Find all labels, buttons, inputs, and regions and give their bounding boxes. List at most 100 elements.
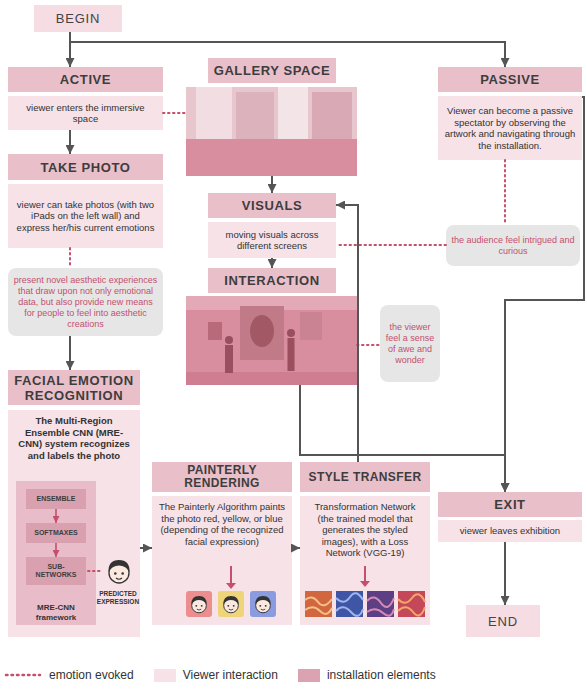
text-cell: BEGIN [34, 5, 122, 32]
terminal-label: BEGIN [56, 11, 100, 26]
terminal-label: END [488, 614, 518, 629]
body-text: viewer can take photos (with two iPads o… [14, 199, 157, 234]
text-cell: SUB-NETWORKS [26, 557, 86, 585]
layer-box: SOFTMAXES [26, 523, 86, 543]
layer-label: SUB-NETWORKS [28, 563, 84, 580]
box-ground [26, 489, 86, 509]
connector [504, 542, 506, 605]
heading: ACTIVE [60, 72, 111, 87]
panel-ground [16, 481, 96, 625]
heading: TAKE PHOTO [40, 160, 130, 175]
text-cell: INTERACTION [208, 268, 336, 293]
box-ground [466, 605, 540, 637]
emotion-callout: present novel aesthetic experiences that… [8, 268, 163, 336]
stage-box: PASSIVE Viewer can become a passive spect… [438, 67, 582, 160]
heading: FACIAL EMOTION RECOGNITION [12, 373, 136, 403]
text-cell: PASSIVE [438, 67, 582, 92]
connector [336, 244, 446, 246]
box-ground [26, 523, 86, 543]
figure-label: PREDICTED EXPRESSION [92, 590, 144, 606]
installation-box: PAINTERLY RENDERINGThe Painterly Algorit… [152, 462, 292, 625]
connector [292, 547, 300, 549]
box-ground [208, 268, 336, 293]
legend-text: emotion evoked [49, 668, 134, 682]
installation-box: STYLE TRANSFER Transformation Network (th… [300, 462, 430, 625]
stage-box: ACTIVE viewer enters the immersive space [8, 67, 163, 130]
text-cell: the viewer feel a sense of awe and wonde… [380, 305, 440, 382]
stage-box: EXIT viewer leaves exhibition [438, 492, 582, 542]
connector [70, 32, 505, 67]
legend-entry: Viewer interaction [154, 668, 278, 682]
connector [505, 97, 584, 492]
box-ground [438, 520, 582, 542]
box-ground [446, 225, 580, 266]
connector [336, 205, 358, 462]
connector [69, 130, 71, 154]
emotion-callout: the viewer feel a sense of awe and wonde… [380, 305, 440, 382]
text-cell: Viewer can become a passive spectator by… [438, 96, 582, 160]
text-cell: viewer leaves exhibition [438, 520, 582, 542]
styled-images [305, 566, 425, 617]
body-text: viewer leaves exhibition [460, 525, 560, 537]
box-ground [26, 557, 86, 585]
installation-box: VISUALS moving visuals across different s… [208, 193, 336, 258]
connector [357, 344, 380, 346]
framework-panel: MRE-CNN framework ENSEMBLE SOFTMAXES SUB-NE… [16, 481, 96, 625]
box-ground [8, 154, 163, 180]
heading: STYLE TRANSFER [309, 471, 422, 484]
connector [271, 258, 273, 268]
box-ground [300, 462, 430, 492]
text-cell: Transformation Network (the trained mode… [300, 496, 430, 625]
layer-label: ENSEMBLE [37, 495, 76, 504]
text-cell: PAINTERLY RENDERING [152, 462, 292, 492]
connector [163, 112, 186, 114]
box-ground [34, 5, 122, 32]
installation-box: INTERACTION [186, 268, 357, 385]
legend-entry: emotion evoked [4, 668, 134, 682]
body-text: The Multi-Region Ensemble CNN (MRE-CNN) … [14, 415, 134, 461]
connector [69, 248, 71, 268]
callout-text: the audience feel intrigued and curious [450, 235, 576, 257]
legend-swatch [154, 669, 176, 682]
body-text: Transformation Network (the trained mode… [306, 501, 424, 559]
box-ground [300, 496, 430, 625]
box-ground [8, 96, 163, 130]
box-ground [8, 268, 163, 336]
box-ground [8, 184, 163, 248]
box-ground [438, 96, 582, 160]
text-cell: ACTIVE [8, 67, 163, 92]
connector [504, 160, 506, 225]
terminal-box: END [466, 605, 540, 637]
heading: VISUALS [242, 198, 303, 213]
box-ground [8, 370, 140, 405]
emotion-callout: the audience feel intrigued and curious [446, 225, 580, 266]
heading: PAINTERLY RENDERING [156, 464, 288, 490]
callout-text: present novel aesthetic experiences that… [12, 275, 159, 330]
text-cell: moving visuals across different screens [208, 222, 336, 258]
box-ground [438, 492, 582, 517]
connector [55, 543, 57, 557]
heading: PASSIVE [480, 72, 540, 87]
predicted-face [88, 560, 130, 583]
text-cell: END [466, 605, 540, 637]
text-cell: the audience feel intrigued and curious [446, 225, 580, 266]
box-ground [152, 462, 292, 492]
text-cell: EXIT [438, 492, 582, 517]
box-ground [152, 496, 292, 625]
box-ground [208, 222, 336, 258]
box-ground [8, 67, 163, 92]
text-cell: MRE-CNN framework [16, 593, 96, 625]
text-cell: present novel aesthetic experiences that… [8, 268, 163, 336]
text-cell: ENSEMBLE [26, 489, 86, 509]
text-cell: viewer enters the immersive space [8, 96, 163, 130]
box-ground [380, 305, 440, 382]
gallery-picture [186, 87, 357, 176]
interaction-picture [186, 296, 357, 385]
connector [55, 509, 57, 523]
box-ground [208, 193, 336, 218]
layer-label: SOFTMAXES [34, 529, 78, 538]
terminal-box: BEGIN [34, 5, 122, 32]
painterly-faces [186, 566, 276, 617]
body-text: moving visuals across different screens [214, 229, 330, 252]
